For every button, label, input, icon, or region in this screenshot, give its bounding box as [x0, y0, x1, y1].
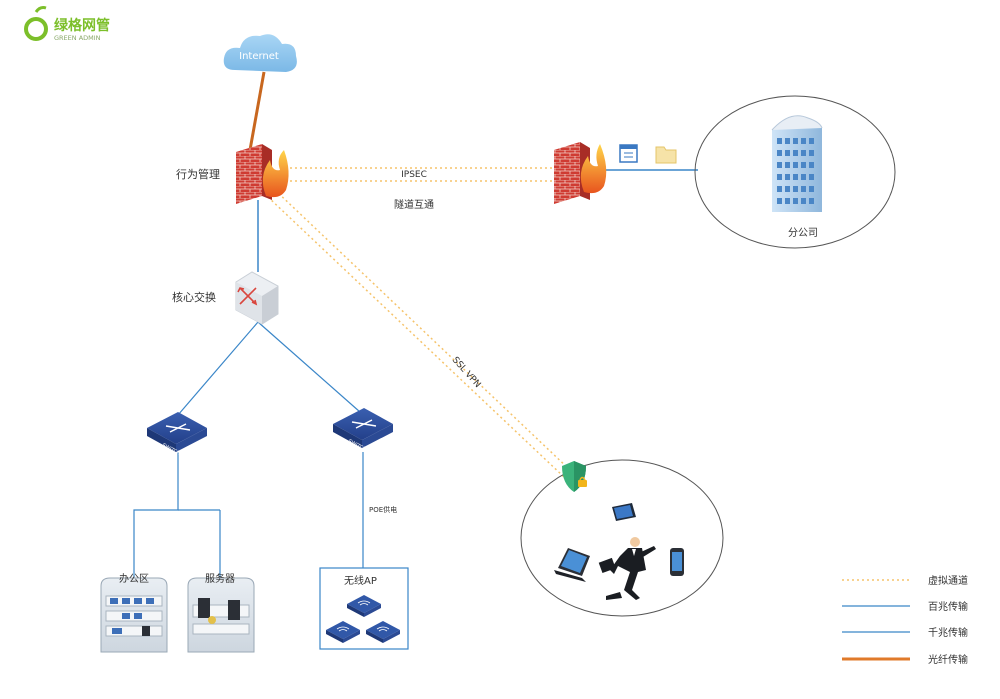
core-switch: 核心交换 — [172, 271, 279, 325]
office-label: 办公区 — [119, 572, 149, 585]
office-rack: 办公区 — [100, 572, 168, 653]
legend-label-1000m: 千兆传输 — [928, 626, 968, 639]
tunnel-label: 隧道互通 — [394, 198, 434, 211]
poe-label: POE供电 — [369, 505, 397, 514]
main-firewall: 行为管理 — [176, 144, 289, 204]
brand-logo: 绿格网管 GREEN ADMIN — [24, 6, 110, 42]
internet-label: Internet — [239, 51, 279, 62]
core-switch-icon — [237, 287, 258, 306]
branch-label: 分公司 — [788, 227, 818, 239]
fiber-link — [248, 71, 266, 151]
branch-firewall — [554, 142, 607, 204]
branch-area — [694, 95, 896, 249]
ap-icon — [347, 595, 381, 617]
switch-to-office — [133, 452, 179, 585]
legend-label-100m: 百兆传输 — [928, 600, 968, 613]
core-to-left-switch — [177, 321, 259, 416]
server-icons — [198, 598, 240, 624]
building-icon — [771, 115, 823, 212]
server-label: 服务器 — [205, 572, 235, 585]
window-icon — [619, 144, 638, 163]
ap-icon — [326, 621, 360, 643]
brand-name-en: GREEN ADMIN — [54, 34, 101, 42]
internet-cloud: Internet — [223, 34, 297, 72]
wireless-ap-box: 无线AP — [319, 567, 409, 650]
ipsec-label: IPSEC — [401, 170, 427, 180]
legend: 虚拟通道 百兆传输 千兆传输 光纤传输 — [842, 574, 968, 666]
server-rack: 服务器 — [187, 572, 255, 653]
logo-icon — [24, 17, 48, 41]
behavior-mgmt-label: 行为管理 — [176, 167, 220, 181]
sslvpn-link-b — [267, 196, 565, 478]
legend-label-fiber: 光纤传输 — [928, 653, 968, 666]
left-switch: SWITCH — [147, 412, 207, 457]
shield-icon — [562, 461, 587, 492]
right-switch: SWITCH — [333, 408, 393, 453]
switch-arrows-icon — [165, 423, 191, 433]
legend-label-virtual: 虚拟通道 — [928, 574, 968, 587]
core-switch-label: 核心交换 — [172, 290, 216, 304]
wireless-ap-label: 无线AP — [344, 574, 377, 587]
cloud-icon — [223, 34, 297, 72]
logo-leaf-icon — [34, 6, 47, 13]
core-to-right-switch — [257, 321, 361, 413]
phone-icon — [670, 548, 684, 576]
branch-firewall-icon — [554, 142, 580, 204]
flame-icon — [262, 150, 289, 198]
tablet-icon — [612, 503, 636, 521]
sslvpn-link-a — [274, 189, 571, 471]
pc-icons — [110, 598, 154, 636]
folder-icon — [655, 146, 677, 164]
businessman-icon — [598, 537, 656, 600]
laptop-icon — [554, 548, 590, 582]
brand-name-cn: 绿格网管 — [54, 17, 110, 34]
firewall-icon — [236, 144, 262, 204]
mobile-area — [520, 459, 724, 617]
ap-icon — [366, 621, 400, 643]
